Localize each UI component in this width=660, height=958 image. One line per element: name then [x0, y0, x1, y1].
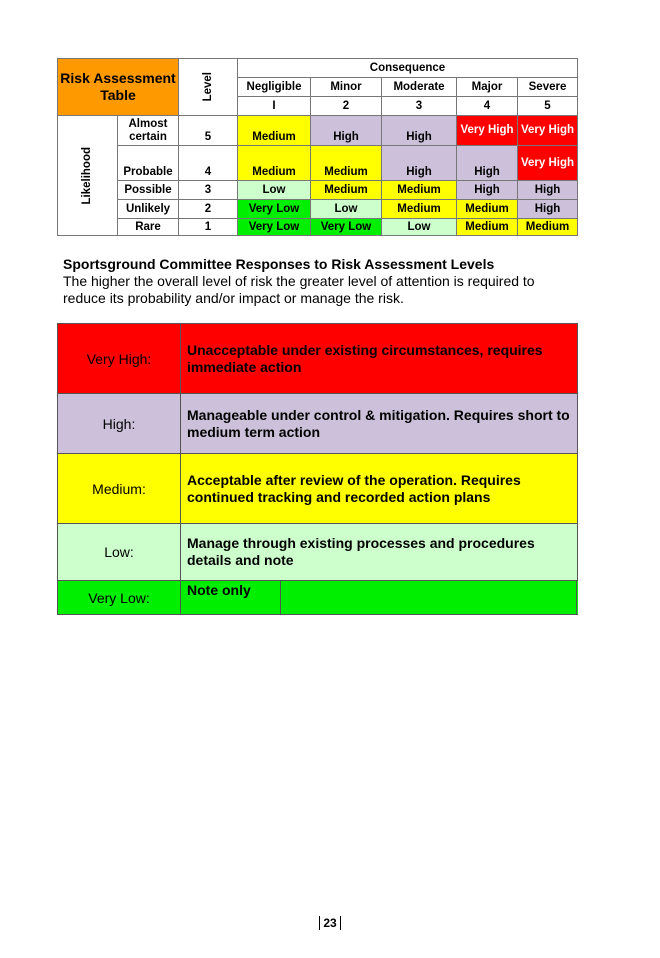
consequence-name: Minor: [311, 78, 382, 97]
risk-cell: Low: [238, 181, 311, 200]
response-text: Note only: [181, 581, 281, 614]
response-level: High:: [58, 394, 181, 453]
risk-cell: Low: [311, 200, 382, 219]
response-text: Manageable under control & mitigation. R…: [181, 394, 578, 453]
likelihood-name: Rare: [118, 219, 179, 236]
response-row-very-high: Very High: Unacceptable under existing c…: [58, 324, 578, 394]
response-text: Manage through existing processes and pr…: [181, 524, 578, 580]
risk-matrix: Risk Assessment Table Level Consequence …: [57, 58, 578, 236]
response-row-low: Low: Manage through existing processes a…: [58, 524, 578, 581]
likelihood-level: 5: [179, 116, 238, 146]
likelihood-level: 1: [179, 219, 238, 236]
consequence-level: 2: [311, 97, 382, 116]
likelihood-header: Likelihood: [58, 116, 118, 236]
risk-cell: Medium: [238, 146, 311, 181]
consequence-level: I: [238, 97, 311, 116]
consequence-level: 3: [382, 97, 457, 116]
risk-cell: Medium: [382, 200, 457, 219]
risk-cell: Medium: [311, 181, 382, 200]
risk-cell: Medium: [518, 219, 578, 236]
likelihood-level: 2: [179, 200, 238, 219]
risk-cell: Medium: [457, 200, 518, 219]
consequence-name: Major: [457, 78, 518, 97]
risk-cell: High: [382, 116, 457, 146]
page-number-text: 23: [319, 916, 341, 930]
risk-cell: High: [457, 181, 518, 200]
risk-cell: Very High: [518, 146, 578, 181]
likelihood-name: Unlikely: [118, 200, 179, 219]
consequence-header: Consequence: [238, 59, 578, 78]
response-text: Acceptable after review of the operation…: [181, 454, 578, 523]
consequence-level: 4: [457, 97, 518, 116]
likelihood-name: Almost certain: [118, 116, 179, 146]
response-text: Unacceptable under existing circumstance…: [181, 324, 578, 393]
response-level: Very High:: [58, 324, 181, 393]
consequence-name: Severe: [518, 78, 578, 97]
likelihood-name: Probable: [118, 146, 179, 181]
consequence-level: 5: [518, 97, 578, 116]
consequence-name: Negligible: [238, 78, 311, 97]
risk-cell: Medium: [457, 219, 518, 236]
risk-cell: Very Low: [238, 219, 311, 236]
section-paragraph: The higher the overall level of risk the…: [63, 273, 535, 306]
risk-cell: High: [311, 116, 382, 146]
response-level: Low:: [58, 524, 181, 580]
risk-cell: High: [457, 146, 518, 181]
matrix-title: Risk Assessment Table: [58, 59, 179, 116]
response-level: Very Low:: [58, 581, 181, 614]
risk-cell: Medium: [382, 181, 457, 200]
response-row-medium: Medium: Acceptable after review of the o…: [58, 454, 578, 524]
risk-cell: Very High: [518, 116, 578, 146]
page-number: 23: [0, 916, 660, 930]
consequence-name: Moderate: [382, 78, 457, 97]
risk-cell: Medium: [238, 116, 311, 146]
risk-cell: Low: [382, 219, 457, 236]
likelihood-level: 4: [179, 146, 238, 181]
likelihood-name: Possible: [118, 181, 179, 200]
response-row-very-low: Very Low: Note only: [58, 581, 578, 615]
response-table: Very High: Unacceptable under existing c…: [57, 323, 578, 615]
risk-cell: High: [518, 200, 578, 219]
likelihood-level: 3: [179, 181, 238, 200]
risk-cell: Very Low: [238, 200, 311, 219]
section-heading: Sportsground Committee Responses to Risk…: [63, 256, 495, 272]
response-row-high: High: Manageable under control & mitigat…: [58, 394, 578, 454]
empty-cell: [281, 581, 577, 614]
response-level: Medium:: [58, 454, 181, 523]
risk-cell: Very High: [457, 116, 518, 146]
risk-cell: Medium: [311, 146, 382, 181]
risk-cell: Very Low: [311, 219, 382, 236]
risk-cell: High: [382, 146, 457, 181]
level-header: Level: [179, 59, 238, 116]
risk-cell: High: [518, 181, 578, 200]
